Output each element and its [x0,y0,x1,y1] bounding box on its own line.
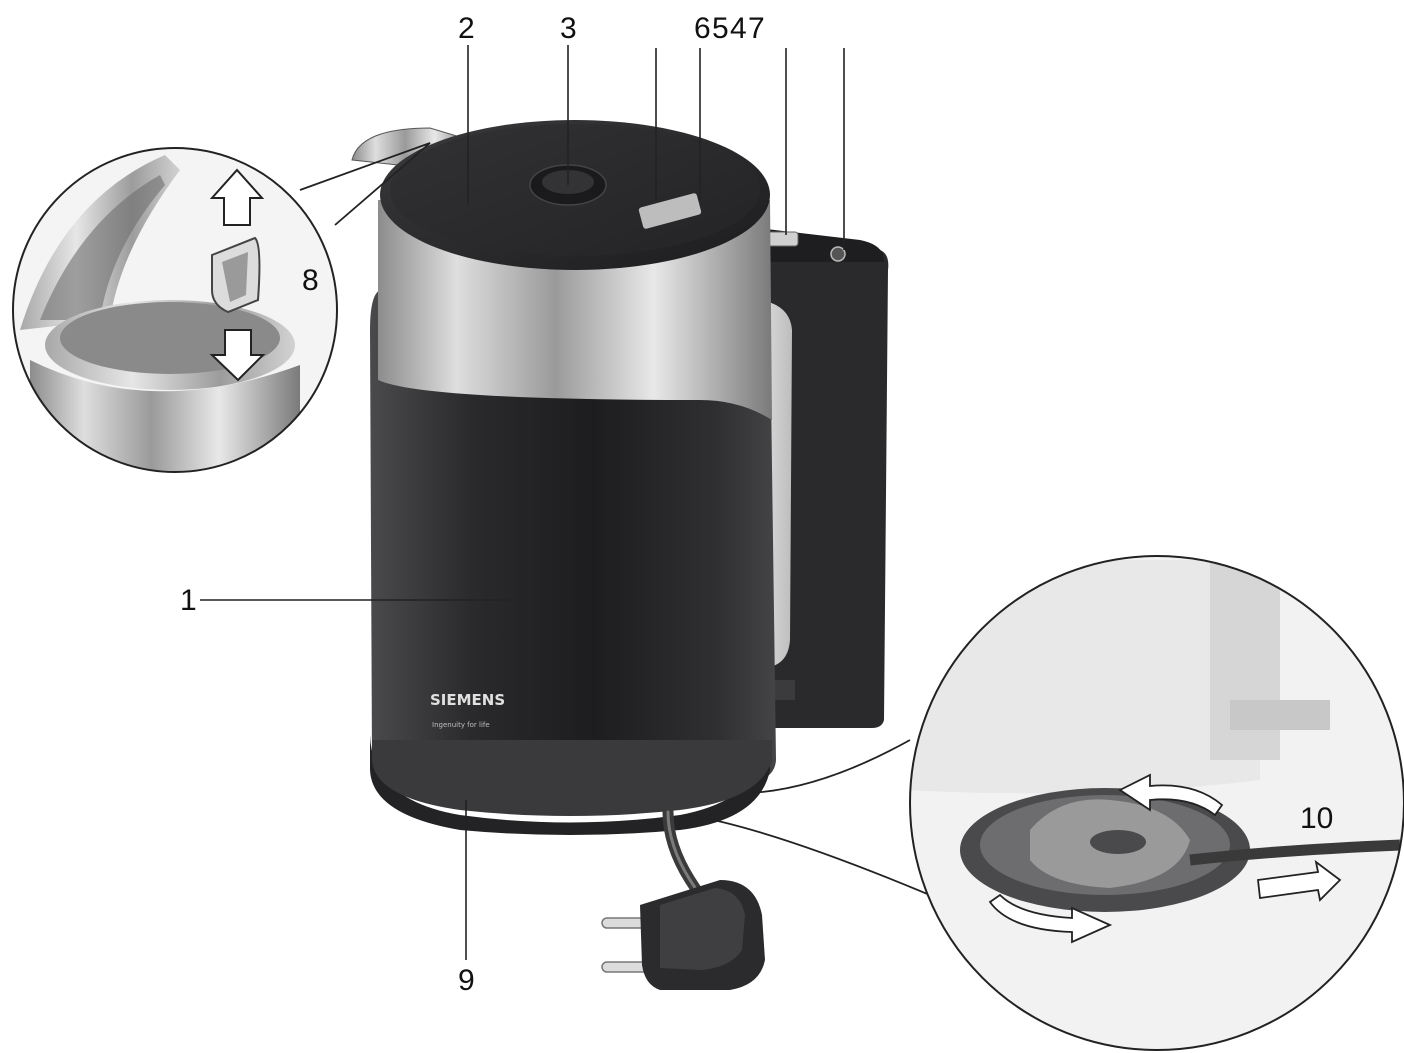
kettle: SIEMENS Ingenuity for life [351,120,889,911]
power-button [830,246,846,262]
callout-1: 1 [180,584,197,617]
arrow-down-icon [209,329,266,382]
lid-filter-detail [12,142,431,473]
brand-tagline: Ingenuity for life [432,721,490,729]
indicator-display [638,193,702,229]
base-cord-detail [687,555,1404,1051]
rotate-arrow-icon [988,893,1113,944]
callout-10: 10 [1300,802,1334,835]
callout-2: 2 [458,12,475,45]
callout-7: 7 [748,12,765,45]
arrow-up-icon [209,168,265,226]
pull-arrow-icon [1257,859,1342,902]
callout-5: 5 [712,12,729,45]
callout-9: 9 [458,964,475,997]
power-plug [601,880,765,990]
rotate-arrow-icon [1118,773,1224,817]
callout-3: 3 [560,12,577,45]
brand-logo: SIEMENS [430,691,505,709]
on-off-switch [767,231,799,247]
leader-lines [200,45,845,960]
callout-4: 4 [730,12,747,45]
callout-8: 8 [302,264,319,297]
kettle-body [370,290,776,780]
callout-6: 6 [694,12,711,45]
